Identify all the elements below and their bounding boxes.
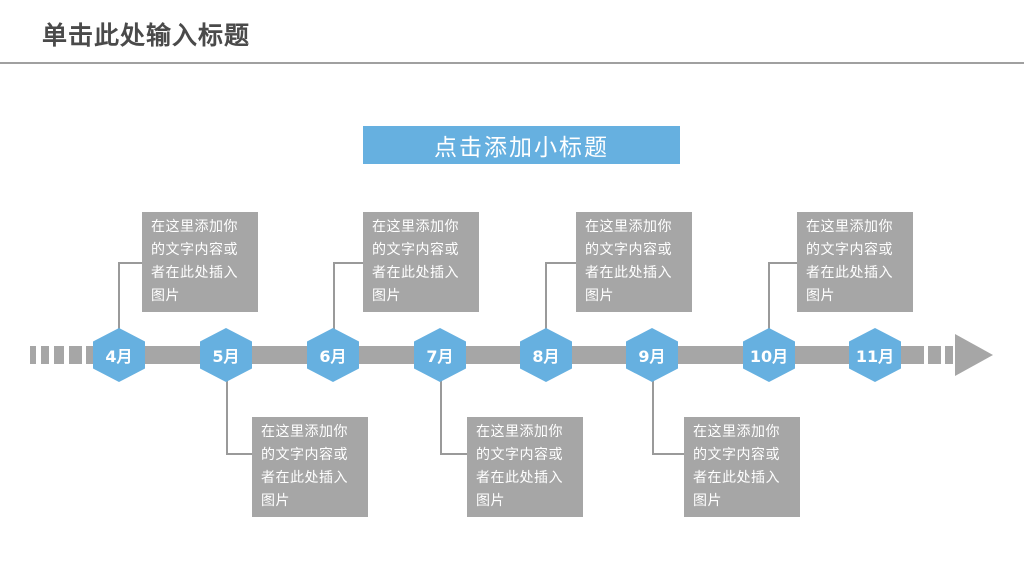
connector-vertical-3: [333, 262, 335, 340]
connector-horizontal-4: [440, 453, 467, 455]
milestone-label: 7月: [426, 347, 454, 366]
milestone-label: 9月: [638, 347, 666, 366]
milestone-label: 11月: [855, 347, 895, 366]
connector-vertical-1: [118, 262, 120, 340]
milestone-hexagon-apr[interactable]: 4月: [93, 328, 145, 382]
connector-horizontal-1: [118, 262, 142, 264]
milestone-label: 8月: [532, 347, 560, 366]
callout-text: 在这里添加你的文字内容或者在此处插入图片: [585, 219, 672, 304]
callout-text: 在这里添加你的文字内容或者在此处插入图片: [806, 219, 893, 304]
subtitle-banner[interactable]: 点击添加小标题: [363, 126, 680, 164]
milestone-label: 4月: [105, 347, 133, 366]
connector-vertical-4: [440, 372, 442, 454]
milestone-hexagon-nov[interactable]: 11月: [849, 328, 901, 382]
connector-horizontal-5: [545, 262, 577, 264]
callout-text: 在这里添加你的文字内容或者在此处插入图片: [151, 219, 238, 304]
callout-box-below-2[interactable]: 在这里添加你的文字内容或者在此处插入图片: [467, 417, 583, 517]
timeline-dash-3: [54, 346, 64, 364]
page-title[interactable]: 单击此处输入标题: [42, 22, 251, 50]
milestone-label: 10月: [749, 347, 789, 366]
milestone-label: 5月: [212, 347, 240, 366]
connector-vertical-7: [768, 262, 770, 340]
timeline-dash-5: [928, 346, 941, 364]
milestone-label: 6月: [319, 347, 347, 366]
callout-text: 在这里添加你的文字内容或者在此处插入图片: [261, 424, 348, 509]
milestone-hexagon-oct[interactable]: 10月: [743, 328, 795, 382]
callout-text: 在这里添加你的文字内容或者在此处插入图片: [693, 424, 780, 509]
milestone-hexagon-jul[interactable]: 7月: [414, 328, 466, 382]
milestone-hexagon-aug[interactable]: 8月: [520, 328, 572, 382]
connector-vertical-6: [652, 372, 654, 454]
timeline-arrow-icon: [955, 334, 993, 376]
callout-box-above-3[interactable]: 在这里添加你的文字内容或者在此处插入图片: [576, 212, 692, 312]
title-divider: [0, 62, 1024, 64]
connector-vertical-5: [545, 262, 547, 340]
timeline-bar: [86, 346, 924, 364]
milestone-hexagon-may[interactable]: 5月: [200, 328, 252, 382]
callout-box-below-1[interactable]: 在这里添加你的文字内容或者在此处插入图片: [252, 417, 368, 517]
connector-horizontal-2: [226, 453, 252, 455]
callout-text: 在这里添加你的文字内容或者在此处插入图片: [476, 424, 563, 509]
connector-horizontal-7: [768, 262, 798, 264]
callout-text: 在这里添加你的文字内容或者在此处插入图片: [372, 219, 459, 304]
callout-box-above-4[interactable]: 在这里添加你的文字内容或者在此处插入图片: [797, 212, 913, 312]
callout-box-above-1[interactable]: 在这里添加你的文字内容或者在此处插入图片: [142, 212, 258, 312]
milestone-hexagon-jun[interactable]: 6月: [307, 328, 359, 382]
timeline-dash-6: [945, 346, 953, 364]
connector-horizontal-6: [652, 453, 684, 455]
callout-box-below-3[interactable]: 在这里添加你的文字内容或者在此处插入图片: [684, 417, 800, 517]
timeline-dash-4: [69, 346, 82, 364]
timeline-dash-2: [41, 346, 49, 364]
milestone-hexagon-sep[interactable]: 9月: [626, 328, 678, 382]
subtitle-label: 点击添加小标题: [434, 135, 609, 161]
timeline-dash-1: [30, 346, 36, 364]
connector-vertical-2b: [226, 372, 228, 454]
callout-box-above-2[interactable]: 在这里添加你的文字内容或者在此处插入图片: [363, 212, 479, 312]
connector-horizontal-3: [333, 262, 364, 264]
